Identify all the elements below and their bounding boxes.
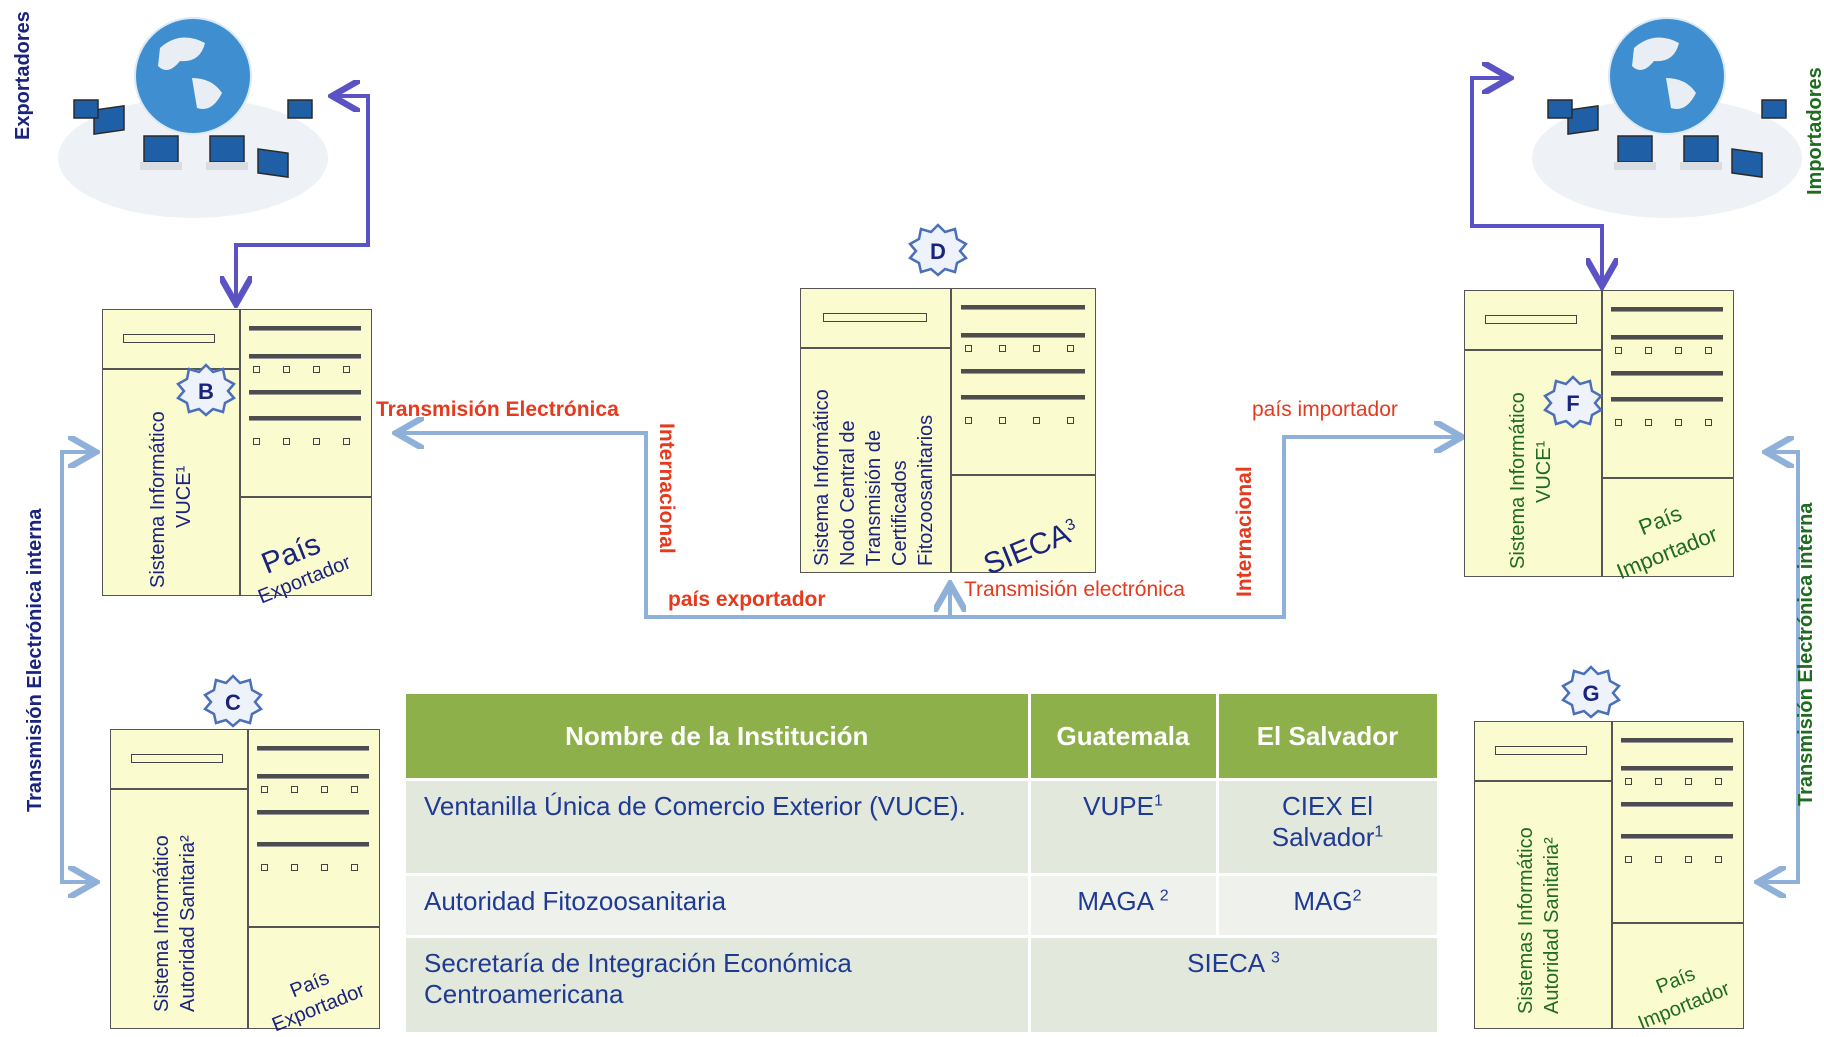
row3-both-countries: SIECA 3 (1029, 935, 1440, 1032)
right-internal-transmission-label: Transmisión Electrónica interna (1795, 502, 1817, 806)
table-row: Autoridad Fitozoosanitaria MAGA 2 MAG2 (406, 873, 1440, 937)
row2-guatemala: MAGA 2 (1029, 873, 1219, 937)
importadores-label: Importadores (1804, 67, 1824, 195)
server-f-system-label: Sistema Informático (1507, 392, 1529, 569)
institutions-table: Nombre de la Institución Guatemala El Sa… (406, 694, 1440, 1032)
row2-name: Autoridad Fitozoosanitaria (406, 873, 1031, 937)
importing-country-label: país importador (1252, 398, 1398, 421)
server-b-system-label: Sistema Informático (147, 411, 169, 588)
badge-d: D (908, 223, 968, 277)
international-right-label: Internacional (1233, 466, 1256, 597)
exportadores-label: Exportadores (12, 11, 34, 140)
row1-name: Ventanilla Única de Comercio Exterior (V… (406, 778, 1031, 875)
server-sanitary-importer: Sistemas Informático Autoridad Sanitaria… (1474, 721, 1744, 1034)
server-g-system-label: Sistemas Informático (1515, 827, 1537, 1014)
server-vuce-exporter: Sistema Informático VUCE¹ País Exportado… (102, 309, 372, 608)
svg-text:G: G (1582, 681, 1599, 706)
server-d-line2: Nodo Central de (837, 420, 859, 566)
server-c-name-label: Autoridad Sanitaria² (177, 835, 199, 1012)
svg-text:C: C (225, 690, 241, 715)
table-header-row: Nombre de la Institución Guatemala El Sa… (406, 694, 1440, 780)
svg-text:B: B (198, 379, 214, 404)
server-d-line1: Sistema Informático (811, 389, 833, 566)
international-left-label: Internacional (655, 423, 678, 554)
table-row: Ventanilla Única de Comercio Exterior (V… (406, 778, 1440, 875)
server-d-line5: Fitozoosanitarios (915, 414, 937, 566)
server-b-name-label: VUCE¹ (173, 465, 195, 528)
row3-name: Secretaría de Integración Económica Cent… (406, 935, 1031, 1032)
badge-g: G (1561, 665, 1621, 719)
svg-text:D: D (930, 239, 946, 264)
server-f-name-label: VUCE¹ (1533, 440, 1555, 503)
international-transmission-label: Transmisión Electrónica (376, 398, 619, 421)
badge-f: F (1543, 375, 1603, 429)
server-sanitary-exporter: Sistema Informático Autoridad Sanitaria²… (110, 729, 380, 1036)
badge-b: B (176, 363, 236, 417)
left-internal-transmission-label: Transmisión Electrónica interna (24, 508, 46, 812)
server-d-org-label: SIECA3 (979, 515, 1078, 582)
server-d-line3: Transmisión de (863, 430, 885, 566)
server-sieca-central-node: Sistema Informático Nodo Central de Tran… (800, 288, 1096, 582)
electronic-transmission-label: Transmisión electrónica (964, 578, 1185, 601)
header-el-salvador: El Salvador (1217, 694, 1440, 780)
svg-text:F: F (1566, 391, 1579, 416)
header-guatemala: Guatemala (1029, 694, 1219, 780)
row1-el-salvador: CIEX El Salvador1 (1217, 778, 1440, 875)
row1-guatemala: VUPE1 (1029, 778, 1219, 875)
row2-el-salvador: MAG2 (1217, 873, 1440, 937)
badge-c: C (203, 674, 263, 728)
table-row: Secretaría de Integración Económica Cent… (406, 935, 1440, 1032)
server-c-system-label: Sistema Informático (151, 835, 173, 1012)
importadores-network-icon (1532, 17, 1802, 218)
server-g-name-label: Autoridad Sanitaria² (1541, 837, 1563, 1014)
server-d-line4: Certificados (889, 460, 911, 566)
exporting-country-label: país exportador (668, 588, 826, 611)
server-vuce-importer: Sistema Informático VUCE¹ País Importado… (1464, 290, 1734, 584)
header-institution: Nombre de la Institución (406, 694, 1031, 780)
exportadores-network-icon (58, 17, 328, 218)
